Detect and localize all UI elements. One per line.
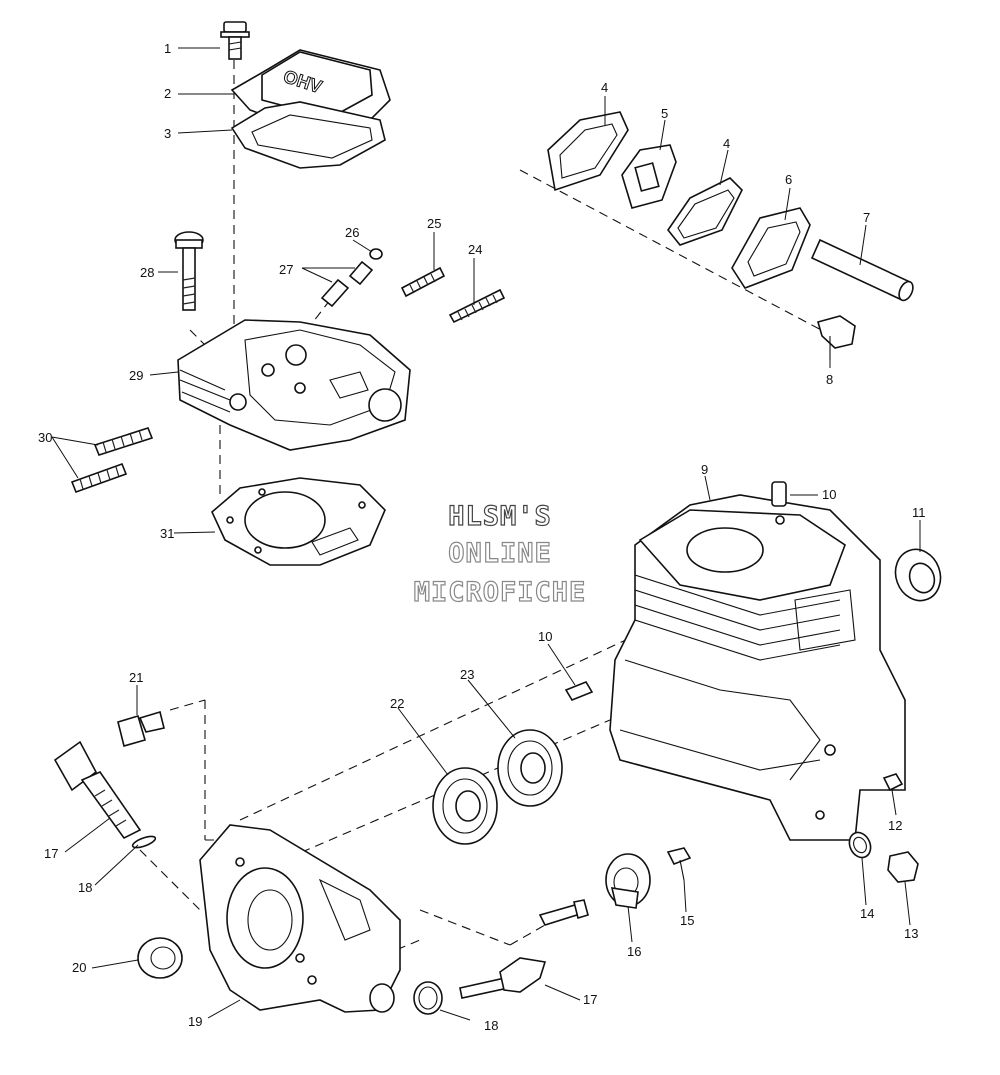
- callout-4b: 4: [723, 136, 730, 151]
- part-19-crankcase-cover: [199, 824, 401, 1013]
- callout-8: 8: [826, 372, 833, 387]
- callout-19: 19: [188, 1014, 202, 1029]
- callout-22: 22: [390, 696, 404, 711]
- callout-4a: 4: [601, 80, 608, 95]
- part-16-gear: [605, 853, 651, 909]
- callout-10b: 10: [538, 629, 552, 644]
- callout-24: 24: [468, 242, 482, 257]
- part-18-oring-b: [413, 981, 443, 1015]
- callout-7: 7: [863, 210, 870, 225]
- callout-labels: 1 2 3 4 5 4 6 7 8 9 10 10 11 12 13 14 15…: [38, 41, 926, 1033]
- callout-11: 11: [912, 505, 926, 520]
- part-26-pin: [369, 248, 383, 260]
- callout-9: 9: [701, 462, 708, 477]
- callout-13: 13: [904, 926, 918, 941]
- part-17-dipstick-b: [459, 957, 547, 999]
- part-12-nut: [882, 773, 904, 792]
- part-23-bearing: [497, 729, 563, 807]
- callout-17a: 17: [44, 846, 58, 861]
- part-24-stud: [448, 288, 506, 324]
- part-28-head-bolt: [174, 231, 204, 311]
- part-17-dipstick-a: [53, 740, 142, 840]
- part-4-gasket-a: [547, 111, 629, 192]
- callout-17b: 17: [583, 992, 597, 1007]
- callout-18a: 18: [78, 880, 92, 895]
- part-14-washer: [848, 831, 872, 859]
- callout-21: 21: [129, 670, 143, 685]
- callout-27: 27: [279, 262, 293, 277]
- part-21-breather: [117, 710, 165, 747]
- part-7-pipe: [810, 238, 914, 302]
- part-30-studs: [70, 427, 154, 494]
- callout-31: 31: [160, 526, 174, 541]
- part-5-reed-plate: [621, 144, 677, 209]
- part-25-stud: [400, 266, 446, 298]
- part-8-bolt: [817, 315, 856, 360]
- part-6-insulator: [731, 207, 811, 289]
- callout-6: 6: [785, 172, 792, 187]
- part-15-bolt: [666, 847, 692, 881]
- part-1-bolt: [220, 21, 250, 60]
- governor-shaft: [538, 899, 589, 926]
- watermark-line-2: ONLINE: [448, 538, 552, 569]
- callout-20: 20: [72, 960, 86, 975]
- part-18-oring-a: [131, 835, 157, 849]
- part-10-dowel-mid: [564, 681, 594, 701]
- callout-5: 5: [661, 106, 668, 121]
- part-10-dowel-top: [771, 481, 787, 507]
- callout-3: 3: [164, 126, 171, 141]
- part-13-plug: [887, 851, 919, 883]
- callout-12: 12: [888, 818, 902, 833]
- watermark-line-1: HLSM'S: [448, 501, 552, 532]
- callout-25: 25: [427, 216, 441, 231]
- callout-10a: 10: [822, 487, 836, 502]
- callout-16: 16: [627, 944, 641, 959]
- callout-30: 30: [38, 430, 52, 445]
- watermark-line-3: MICROFICHE: [414, 577, 587, 608]
- callout-18b: 18: [484, 1018, 498, 1033]
- callout-15: 15: [680, 913, 694, 928]
- callout-14: 14: [860, 906, 874, 921]
- callout-26: 26: [345, 225, 359, 240]
- part-20-oil-seal: [137, 937, 183, 979]
- callout-23: 23: [460, 667, 474, 682]
- callout-1: 1: [164, 41, 171, 56]
- callout-28: 28: [140, 265, 154, 280]
- callout-29: 29: [129, 368, 143, 383]
- part-29-cylinder-head: [177, 319, 411, 451]
- part-4-gasket-b: [667, 177, 743, 246]
- part-11-oil-seal: [894, 548, 942, 602]
- leader-lines: [51, 47, 921, 1021]
- part-22-bearing: [432, 767, 498, 845]
- callout-2: 2: [164, 86, 171, 101]
- watermark: HLSM'S ONLINE MICROFICHE: [413, 500, 587, 608]
- part-9-crankcase: [609, 494, 906, 841]
- part-3-cover-gasket: [230, 101, 386, 169]
- part-31-head-gasket: [211, 477, 386, 566]
- part-27-dowels: [320, 260, 374, 308]
